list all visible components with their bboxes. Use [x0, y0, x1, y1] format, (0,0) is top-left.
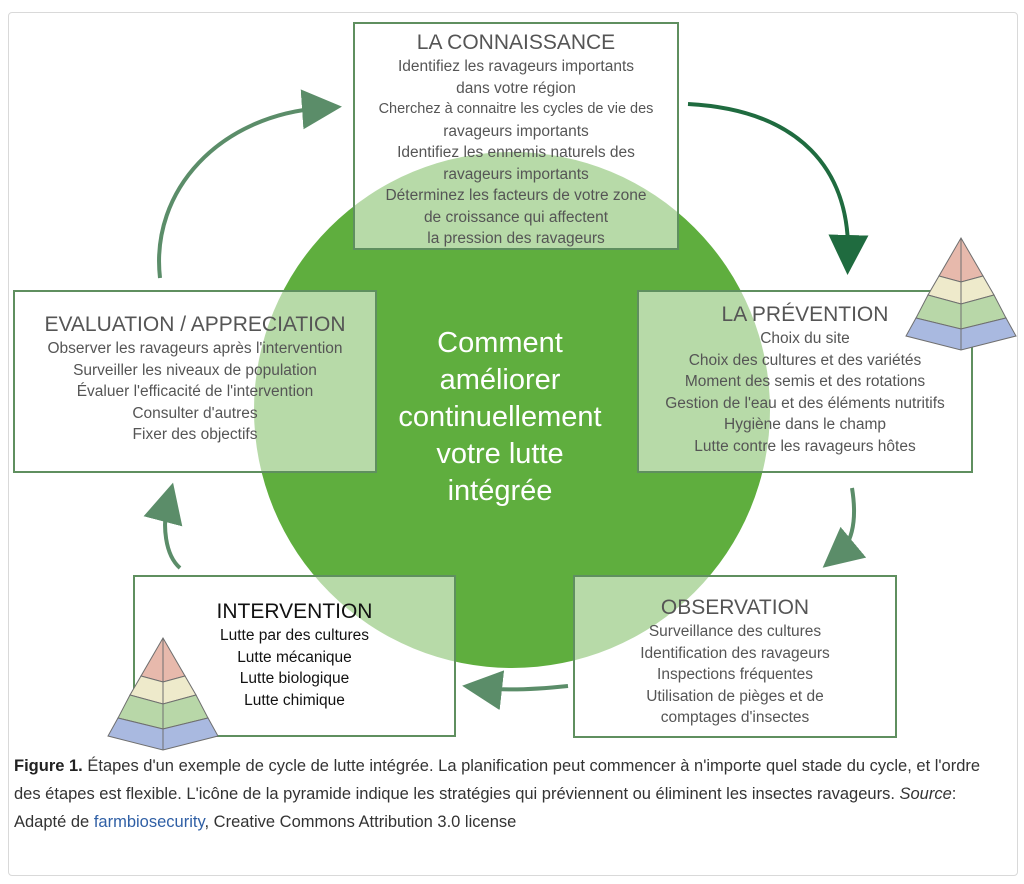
prevention-item: Gestion de l'eau et des éléments nutriti… — [665, 394, 945, 412]
connaissance-item: ravageurs importants — [443, 122, 589, 140]
arrow-intervention-to-evaluation — [143, 482, 183, 570]
observation-item: Surveillance des cultures — [648, 623, 822, 640]
arrow-prevention-to-observation — [822, 487, 867, 568]
center-line: continuellement — [398, 401, 602, 433]
figure-caption: Figure 1. Étapes d'un exemple de cycle d… — [14, 752, 1006, 836]
caption-source-text: : Adapté de — [14, 785, 957, 831]
pyramid-icon — [107, 637, 219, 751]
observation-item: Identification des ravageurs — [640, 644, 830, 662]
caption-text: Étapes d'un exemple de cycle de lutte in… — [14, 757, 981, 803]
observation-item: Utilisation de pièges et de — [646, 687, 824, 705]
connaissance-item: dans votre région — [456, 79, 576, 97]
connaissance-item: Identifiez les ravageurs importants — [397, 58, 635, 75]
observation-item: Inspections fréquentes — [657, 666, 813, 683]
intervention-title: INTERVENTION — [216, 600, 373, 623]
connaissance-item: Déterminez les facteurs de votre zone — [385, 187, 647, 204]
evaluation-item: Observer les ravageurs après l'intervent… — [47, 340, 343, 357]
connaissance-title: LA CONNAISSANCE — [416, 31, 616, 54]
intervention-item: Lutte biologique — [239, 670, 350, 687]
observation-box: OBSERVATION Surveillance des cultures Id… — [573, 575, 897, 738]
center-question: Comment améliorer continuellement votre … — [350, 325, 650, 510]
caption-source-label: Source — [899, 785, 952, 803]
intervention-item: Lutte mécanique — [237, 648, 352, 666]
connaissance-box: LA CONNAISSANCE Identifiez les ravageurs… — [353, 22, 679, 250]
connaissance-item: Identifiez les ennemis naturels des — [397, 144, 635, 161]
evaluation-item: Fixer des objectifs — [132, 426, 258, 443]
farmbiosecurity-link[interactable]: farmbiosecurity — [93, 813, 205, 831]
connaissance-item: ravageurs importants — [443, 165, 589, 183]
evaluation-item: Consulter d'autres — [132, 404, 258, 422]
pyramid-icon — [905, 237, 1017, 351]
prevention-item: Moment des semis et des rotations — [684, 373, 926, 390]
center-line: Comment — [437, 327, 563, 359]
arrow-evaluation-to-connaissance — [157, 89, 342, 279]
intervention-item: Lutte chimique — [244, 691, 345, 709]
arrow-connaissance-to-prevention — [687, 102, 869, 275]
prevention-title: LA PRÉVENTION — [721, 303, 889, 326]
prevention-item: Choix du site — [760, 330, 850, 347]
caption-label: Figure 1. — [14, 757, 83, 775]
center-circle — [254, 152, 770, 668]
connaissance-item: la pression des ravageurs — [427, 230, 605, 247]
center-line: votre lutte — [436, 438, 564, 470]
prevention-item: Lutte contre les ravageurs hôtes — [694, 437, 916, 455]
observation-title: OBSERVATION — [660, 596, 810, 619]
prevention-item: Choix des cultures et des variétés — [688, 351, 922, 369]
center-line: améliorer — [439, 364, 561, 396]
evaluation-item: Évaluer l'efficacité de l'intervention — [76, 383, 314, 400]
connaissance-item: de croissance qui affectent — [423, 208, 609, 226]
intervention-box: INTERVENTION Lutte par des cultures Lutt… — [133, 575, 456, 737]
connaissance-item: Cherchez à connaitre les cycles de vie d… — [378, 101, 654, 117]
evaluation-item: Surveiller les niveaux de population — [73, 361, 317, 379]
caption-license: , Creative Commons Attribution 3.0 licen… — [204, 813, 517, 831]
prevention-item: Hygiène dans le champ — [724, 416, 886, 433]
intervention-item: Lutte par des cultures — [219, 627, 370, 644]
arrow-observation-to-intervention — [462, 670, 569, 711]
observation-item: comptages d'insectes — [660, 709, 810, 726]
evaluation-box: EVALUATION / APPRECIATION Observer les r… — [13, 290, 377, 473]
evaluation-title: EVALUATION / APPRECIATION — [44, 313, 346, 336]
center-line: intégrée — [447, 475, 553, 507]
